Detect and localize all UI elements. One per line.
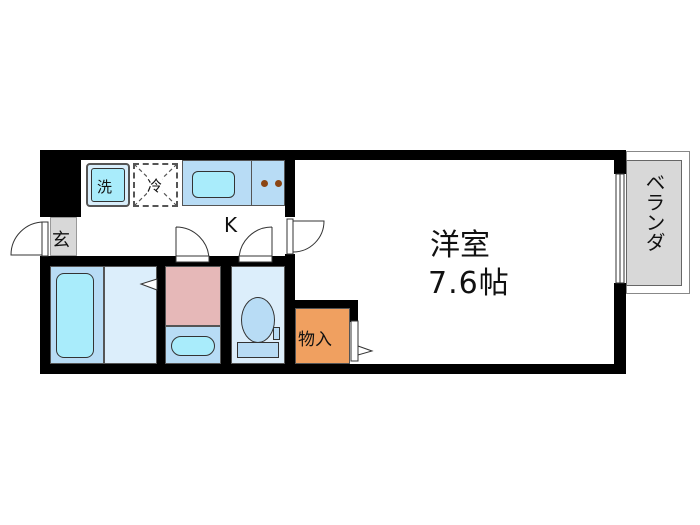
stove-burner-icon [261, 180, 268, 187]
wall-partition-kitchen-room [285, 150, 295, 217]
wall-left-upper [40, 150, 81, 217]
storage-closet [295, 308, 350, 364]
kitchen-label: K [224, 213, 238, 237]
toilet-bowl-icon [241, 297, 275, 343]
washroom [165, 266, 221, 326]
western-room-size: 7.6帖 [428, 266, 510, 301]
wall-right-lower [614, 283, 626, 374]
storage-label: 物入 [298, 330, 332, 350]
counter-divider [251, 160, 252, 206]
wall-left-lower [40, 258, 50, 374]
wall-kitchen-bath [40, 256, 295, 266]
wash-basin [171, 336, 215, 356]
fridge-label: 冷 [147, 175, 163, 196]
washer-label: 洗 [97, 178, 113, 196]
fridge-space [133, 163, 178, 207]
wall-bath-divider-1 [157, 256, 165, 374]
kitchen-sink [192, 171, 235, 198]
toilet-tank-icon [237, 342, 279, 358]
balcony-label: ベランダ [642, 172, 666, 252]
washer-space [86, 163, 130, 207]
wall-storage-right [350, 300, 358, 322]
bathtub [56, 273, 94, 358]
wall-storage-top [290, 300, 358, 308]
wall-top [40, 150, 626, 160]
stove-burner-icon [275, 180, 282, 187]
western-room-label: 洋室 [430, 228, 490, 263]
wall-bottom [40, 364, 626, 374]
entrance-label: 玄 [52, 230, 70, 251]
wall-partition-kitchen-room-lower [285, 254, 295, 374]
wall-right-upper [614, 150, 626, 174]
toilet-lever-icon [273, 327, 280, 340]
entrance-area [50, 217, 77, 256]
balcony [626, 160, 682, 286]
wall-bath-divider-2 [221, 256, 231, 374]
